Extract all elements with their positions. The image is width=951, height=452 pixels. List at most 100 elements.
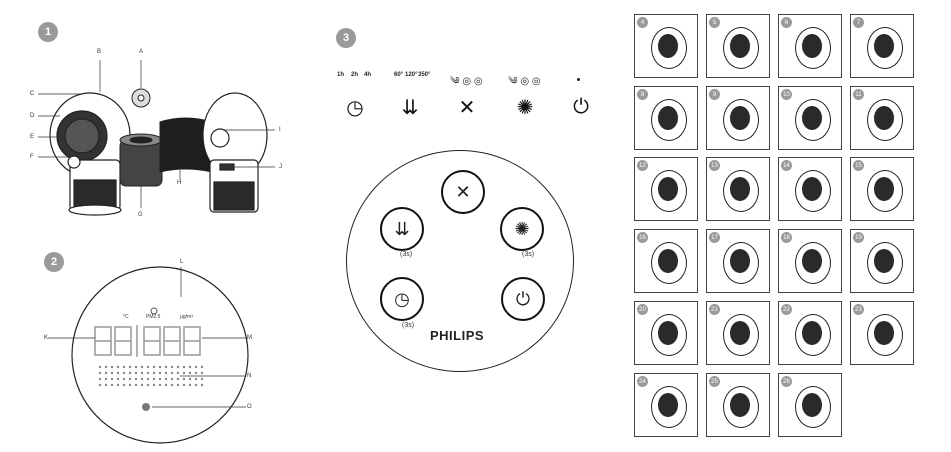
step-badge-1: 1 — [38, 22, 58, 42]
oscillate-button-sub: (3s) — [400, 251, 413, 258]
step-badge-2: 2 — [44, 252, 64, 272]
step-illustration — [651, 242, 687, 284]
label-h: H — [177, 180, 182, 186]
step-number: 18 — [781, 232, 792, 243]
part-a-knob — [131, 88, 151, 108]
light-button-sub: (3s) — [522, 251, 535, 258]
step-tile: 23 — [850, 301, 914, 365]
label-j: J — [279, 164, 282, 170]
label-g: G — [138, 212, 143, 218]
step-illustration — [795, 99, 831, 141]
step-illustration — [651, 27, 687, 69]
label-n: N — [247, 373, 252, 379]
angle-option-60: 60° — [394, 72, 404, 78]
step-number: 10 — [781, 89, 792, 100]
filter-cylinder — [119, 133, 163, 187]
step-illustration — [723, 99, 759, 141]
fan-icon: ✕ — [458, 96, 476, 119]
brand-logo: PHILIPS — [430, 328, 485, 343]
step-tile: 13 — [706, 157, 770, 221]
timer-option-4h: 4h — [364, 72, 372, 78]
step-tile: 24 — [634, 373, 698, 437]
step-tile: 7 — [850, 14, 914, 78]
light-button[interactable]: ✺ — [500, 207, 544, 251]
timer-option-1h: 1h — [337, 72, 345, 78]
timer-button-sub: (3s) — [402, 322, 415, 329]
purifier-front — [49, 92, 131, 216]
step-illustration — [795, 314, 831, 356]
step-number: 13 — [709, 160, 720, 171]
step-illustration — [651, 170, 687, 212]
step-number: 24 — [637, 376, 648, 387]
step-illustration — [723, 242, 759, 284]
step-number: 16 — [637, 232, 648, 243]
step-illustration — [651, 314, 687, 356]
step-number: 17 — [709, 232, 720, 243]
step-illustration — [867, 314, 903, 356]
unit-pm: PM2.5 — [146, 314, 161, 320]
label-d: D — [30, 113, 35, 119]
power-icon: ⏻ — [573, 95, 589, 118]
step-number: 20 — [637, 304, 648, 315]
step-number: 19 — [853, 232, 864, 243]
step-illustration — [795, 242, 831, 284]
unit-ug: μg/m³ — [180, 314, 193, 320]
power-button[interactable]: ⏻ — [501, 277, 545, 321]
step-tile: 20 — [634, 301, 698, 365]
step-number: 15 — [853, 160, 864, 171]
step-number: 6 — [781, 17, 792, 28]
unit-temp: °C — [123, 314, 129, 320]
step-number: 9 — [709, 89, 720, 100]
step-number: 11 — [853, 89, 864, 100]
step-illustration — [867, 170, 903, 212]
step-tile: 11 — [850, 86, 914, 150]
step-badge-3: 3 — [336, 28, 356, 48]
step-number: 4 — [637, 17, 648, 28]
oscillate-icon: ⇊ — [401, 96, 419, 119]
fan-speed-indicator-icon: ༄ ◎ ◎ — [450, 76, 483, 87]
angle-option-120: 120° — [405, 72, 418, 78]
oscillate-button[interactable]: ⇊ — [380, 207, 424, 251]
step-number: 21 — [709, 304, 720, 315]
label-m: M — [247, 335, 252, 341]
step-illustration — [723, 386, 759, 428]
product-illustration — [38, 60, 275, 216]
step-number: 22 — [781, 304, 792, 315]
step-illustration — [795, 386, 831, 428]
step-number: 7 — [853, 17, 864, 28]
step-number: 12 — [637, 160, 648, 171]
label-k: K — [44, 335, 49, 341]
label-a: A — [139, 49, 144, 55]
step-tile: 12 — [634, 157, 698, 221]
step-illustration — [867, 99, 903, 141]
step-number: 8 — [637, 89, 648, 100]
step-tile: 14 — [778, 157, 842, 221]
step-number: 14 — [781, 160, 792, 171]
timer-button[interactable]: ◷ — [380, 277, 424, 321]
label-o: O — [247, 404, 252, 410]
step-tile: 4 — [634, 14, 698, 78]
step-number: 25 — [709, 376, 720, 387]
step-tile: 22 — [778, 301, 842, 365]
step-tile: 15 — [850, 157, 914, 221]
step-illustration — [795, 27, 831, 69]
label-c: C — [30, 91, 35, 97]
step-number: 23 — [853, 304, 864, 315]
fan-speed-button[interactable]: ✕ — [441, 170, 485, 214]
label-i: I — [279, 127, 281, 133]
angle-option-350: 350° — [418, 72, 431, 78]
label-l: L — [180, 259, 184, 265]
control-panel — [346, 150, 574, 372]
step-tile: 5 — [706, 14, 770, 78]
step-illustration — [867, 242, 903, 284]
light-speed-indicator-icon: ༄ ◎ ◎ — [508, 76, 541, 87]
label-f: F — [30, 154, 34, 160]
step-tile: 21 — [706, 301, 770, 365]
step-tile: 19 — [850, 229, 914, 293]
step-illustration — [651, 386, 687, 428]
light-fan-icon: ✺ — [516, 96, 534, 119]
step-illustration — [867, 27, 903, 69]
step-illustration — [723, 314, 759, 356]
step-number: 26 — [781, 376, 792, 387]
label-b: B — [97, 49, 102, 55]
